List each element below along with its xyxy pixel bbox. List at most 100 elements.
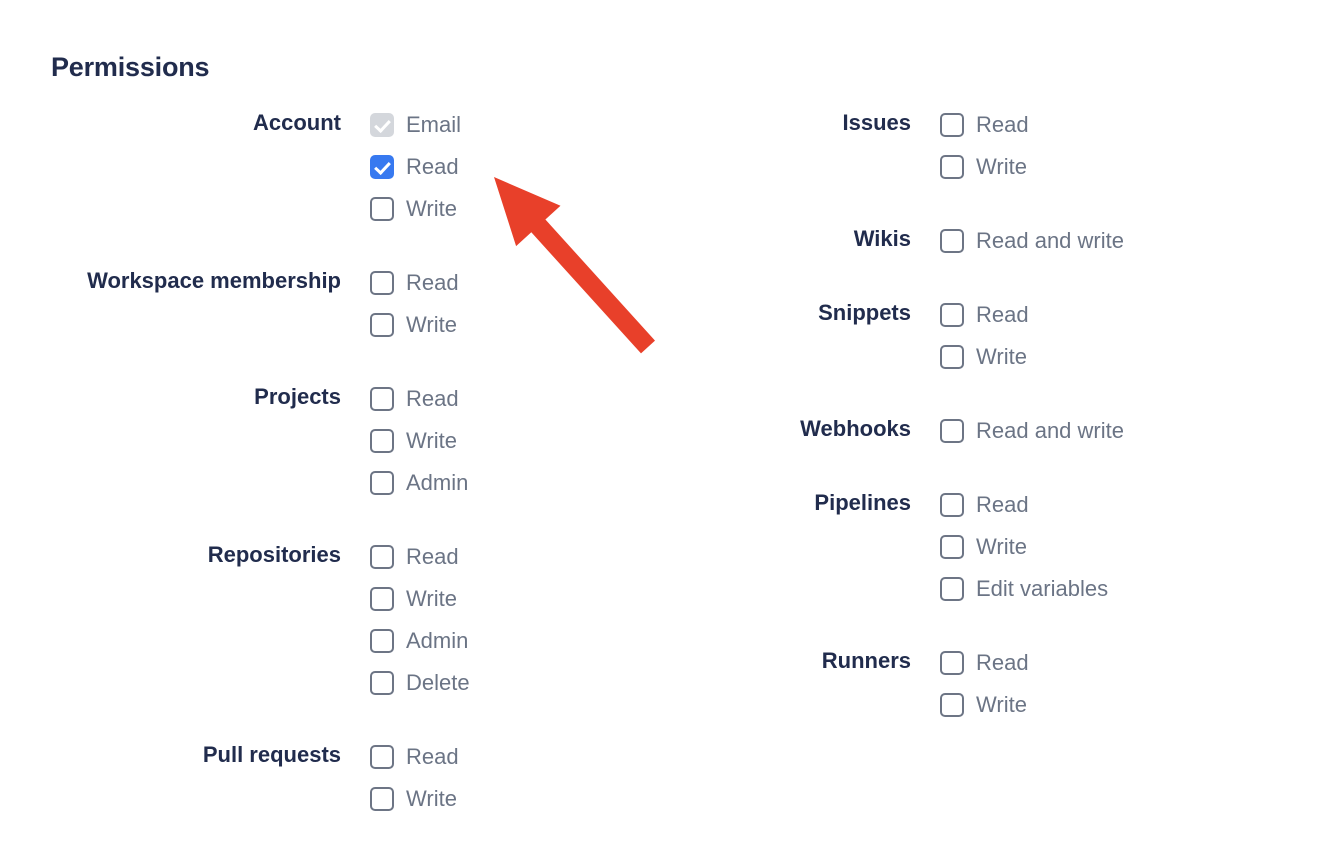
checkbox-unchecked-icon[interactable] <box>940 229 964 253</box>
checkbox-unchecked-icon[interactable] <box>370 629 394 653</box>
permission-option-workspace-membership-read[interactable]: Read <box>370 262 459 304</box>
checkbox-unchecked-icon[interactable] <box>370 271 394 295</box>
permission-option-repositories-delete[interactable]: Delete <box>370 662 470 704</box>
permission-option-repositories-read[interactable]: Read <box>370 536 470 578</box>
group-label-snippets: Snippets <box>818 300 911 325</box>
option-label: Write <box>406 196 457 221</box>
option-label: Read and write <box>976 418 1124 443</box>
permission-group-wikis: Wikis Read and write <box>660 220 1320 262</box>
permission-option-repositories-write[interactable]: Write <box>370 578 470 620</box>
checkbox-unchecked-icon[interactable] <box>940 303 964 327</box>
permission-option-wikis-read-and-write[interactable]: Read and write <box>940 220 1124 262</box>
permission-option-workspace-membership-write[interactable]: Write <box>370 304 459 346</box>
option-label: Read <box>406 386 459 411</box>
checkbox-unchecked-icon[interactable] <box>940 651 964 675</box>
permission-option-pull-requests-write[interactable]: Write <box>370 778 459 820</box>
checkbox-unchecked-icon[interactable] <box>940 493 964 517</box>
checkbox-unchecked-icon[interactable] <box>370 429 394 453</box>
permission-option-projects-write[interactable]: Write <box>370 420 468 462</box>
checkbox-unchecked-icon[interactable] <box>940 113 964 137</box>
option-label: Write <box>406 428 457 453</box>
option-label: Write <box>406 586 457 611</box>
group-label-projects: Projects <box>254 384 341 409</box>
option-label: Write <box>976 344 1027 369</box>
permission-option-snippets-write[interactable]: Write <box>940 336 1029 378</box>
option-label: Email <box>406 112 462 137</box>
permission-option-webhooks-read-and-write[interactable]: Read and write <box>940 410 1124 452</box>
page-title: Permissions <box>51 52 210 82</box>
permission-option-pipelines-write[interactable]: Write <box>940 526 1108 568</box>
permission-option-pipelines-read[interactable]: Read <box>940 484 1108 526</box>
group-label-runners: Runners <box>821 648 911 673</box>
option-list-webhooks: Read and write <box>911 410 1124 452</box>
permission-option-projects-read[interactable]: Read <box>370 378 468 420</box>
option-label: Write <box>976 692 1027 717</box>
checkbox-unchecked-icon[interactable] <box>370 545 394 569</box>
option-label: Read <box>976 492 1029 517</box>
permission-option-projects-admin[interactable]: Admin <box>370 462 468 504</box>
option-list-wikis: Read and write <box>911 220 1124 262</box>
group-label-pull-requests: Pull requests <box>202 742 341 767</box>
checkbox-unchecked-icon[interactable] <box>370 745 394 769</box>
checkbox-unchecked-icon[interactable] <box>940 345 964 369</box>
permission-option-snippets-read[interactable]: Read <box>940 294 1029 336</box>
permission-group-webhooks: Webhooks Read and write <box>660 410 1320 452</box>
permission-option-pull-requests-read[interactable]: Read <box>370 736 459 778</box>
option-label: Read <box>406 744 459 769</box>
permission-option-account-read[interactable]: Read <box>370 146 461 188</box>
group-label-workspace-membership: Workspace membership <box>87 268 341 293</box>
permission-option-runners-write[interactable]: Write <box>940 684 1029 726</box>
checkbox-checked-icon[interactable] <box>370 155 394 179</box>
permission-option-pipelines-edit-variables[interactable]: Edit variables <box>940 568 1108 610</box>
option-label: Write <box>976 154 1027 179</box>
option-label: Read <box>976 302 1029 327</box>
group-label-account: Account <box>253 110 341 135</box>
option-label: Write <box>406 312 457 337</box>
option-label: Read <box>976 650 1029 675</box>
checkbox-unchecked-icon[interactable] <box>370 197 394 221</box>
checkbox-unchecked-icon[interactable] <box>940 419 964 443</box>
option-label: Read <box>406 270 459 295</box>
group-label-pipelines: Pipelines <box>814 490 911 515</box>
checkbox-unchecked-icon[interactable] <box>370 387 394 411</box>
checkbox-unchecked-icon[interactable] <box>940 535 964 559</box>
group-label-wikis: Wikis <box>853 226 911 251</box>
permission-option-account-email[interactable]: Email <box>370 104 461 146</box>
group-label-webhooks: Webhooks <box>800 416 911 441</box>
checkbox-checked-disabled-icon <box>370 113 394 137</box>
checkbox-unchecked-icon[interactable] <box>370 313 394 337</box>
permission-option-account-write[interactable]: Write <box>370 188 461 230</box>
checkbox-unchecked-icon[interactable] <box>370 587 394 611</box>
permission-option-repositories-admin[interactable]: Admin <box>370 620 470 662</box>
permission-option-runners-read[interactable]: Read <box>940 642 1029 684</box>
option-label: Admin <box>406 470 469 495</box>
checkbox-unchecked-icon[interactable] <box>370 671 394 695</box>
checkbox-unchecked-icon[interactable] <box>940 693 964 717</box>
permission-option-issues-read[interactable]: Read <box>940 104 1029 146</box>
option-label: Write <box>406 786 457 811</box>
option-label: Edit variables <box>976 576 1109 601</box>
checkbox-unchecked-icon[interactable] <box>940 155 964 179</box>
checkbox-unchecked-icon[interactable] <box>370 471 394 495</box>
checkbox-unchecked-icon[interactable] <box>940 577 964 601</box>
permission-option-issues-write[interactable]: Write <box>940 146 1029 188</box>
checkbox-unchecked-icon[interactable] <box>370 787 394 811</box>
